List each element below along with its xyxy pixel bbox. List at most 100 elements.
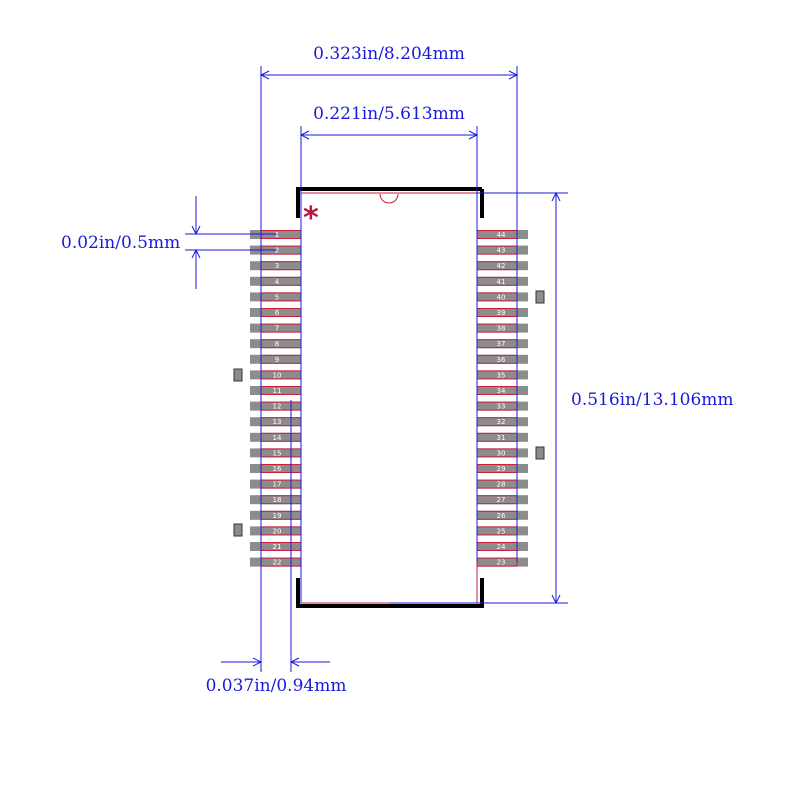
right-pin-number-35: 35 (497, 371, 506, 379)
right-pin-number-40: 40 (497, 293, 506, 301)
left-pad-18 (250, 495, 301, 505)
arrow-body-right (468, 130, 479, 140)
right-pad-32 (477, 417, 528, 427)
arrow-pitch-top (191, 225, 201, 236)
arrow-pad-right (289, 657, 300, 667)
marker-right-2 (535, 446, 545, 460)
right-pin-number-34: 34 (497, 387, 506, 395)
label-pad-length: 0.037in/0.94mm (206, 676, 347, 696)
right-pad-24 (477, 542, 528, 551)
left-pad-9 (250, 354, 301, 364)
right-pad-42 (477, 261, 528, 271)
right-pad-28 (477, 479, 528, 489)
right-pin-number-29: 29 (497, 465, 506, 473)
right-pad-44 (477, 230, 528, 239)
left-pad-20 (250, 526, 301, 536)
right-pad-33 (477, 401, 528, 411)
left-pin-number-12: 12 (273, 403, 282, 411)
left-pad-13 (250, 417, 301, 427)
right-pad-row: 4443424140393837363534333231302928272625… (476, 230, 528, 567)
left-pad-15 (250, 448, 301, 458)
arrow-body-left (299, 130, 310, 140)
right-pad-37 (477, 339, 528, 349)
right-pad-41 (477, 276, 528, 286)
pin1-notch (379, 193, 399, 204)
right-pad-39 (477, 308, 528, 317)
right-pin-number-27: 27 (497, 496, 506, 504)
left-pin-number-21: 21 (273, 543, 282, 551)
left-pad-6 (250, 308, 301, 317)
right-pin-number-36: 36 (497, 356, 506, 364)
right-pad-40 (477, 292, 528, 302)
marker-left-2 (233, 523, 243, 537)
left-pad-19 (250, 510, 301, 520)
right-pad-29 (477, 464, 528, 473)
dimension-lines (185, 66, 568, 672)
left-pad-22 (250, 557, 301, 567)
right-pad-43 (477, 245, 528, 255)
label-body-height: 0.516in/13.106mm (571, 390, 734, 410)
right-pad-31 (477, 432, 528, 442)
right-pin-number-30: 30 (497, 449, 506, 457)
left-pin-number-14: 14 (273, 434, 282, 442)
right-pin-number-37: 37 (497, 340, 506, 348)
right-pad-23 (477, 557, 528, 567)
fiducial-markers (233, 290, 545, 537)
left-pin-number-6: 6 (275, 309, 280, 317)
right-pin-outline-23 (476, 557, 518, 567)
silk-corner-bottom-left (296, 578, 484, 608)
left-pad-11 (250, 386, 301, 395)
arrow-pad-left (252, 657, 263, 667)
left-pad-21 (250, 542, 301, 551)
arrow-pitch-bottom (191, 248, 201, 259)
right-pin-number-42: 42 (497, 262, 506, 270)
body-outline (300, 192, 478, 604)
left-pad-4 (250, 276, 301, 286)
left-pad-12 (250, 401, 301, 411)
pin1-marker: * (303, 201, 319, 236)
left-pin-number-10: 10 (273, 371, 282, 379)
left-pin-number-5: 5 (275, 293, 279, 301)
dimension-arrows (191, 70, 561, 667)
right-pad-36 (477, 354, 528, 364)
left-pin-number-7: 7 (275, 325, 279, 333)
left-pin-number-16: 16 (273, 465, 282, 473)
body-rect (300, 192, 478, 604)
left-pad-17 (250, 479, 301, 489)
label-pin-pitch: 0.02in/0.5mm (61, 233, 180, 253)
left-pin-number-22: 22 (273, 559, 282, 567)
label-body-width: 0.221in/5.613mm (313, 104, 465, 124)
left-pad-8 (250, 339, 301, 349)
left-pin-number-9: 9 (275, 356, 279, 364)
silkscreen-outline (296, 187, 484, 608)
left-pad-3 (250, 261, 301, 271)
right-pin-number-24: 24 (497, 543, 506, 551)
arrow-overall-right (508, 70, 519, 80)
right-pad-26 (477, 510, 528, 520)
left-pin-number-17: 17 (273, 481, 282, 489)
right-pin-number-43: 43 (497, 247, 506, 255)
right-pin-number-33: 33 (497, 403, 506, 411)
arrow-height-bottom (551, 594, 561, 605)
right-pin-number-28: 28 (497, 481, 506, 489)
left-pin-number-20: 20 (273, 527, 282, 535)
arrow-overall-left (259, 70, 270, 80)
left-pad-16 (250, 464, 301, 473)
marker-left-1 (233, 368, 243, 382)
left-pin-number-18: 18 (273, 496, 282, 504)
left-pin-number-3: 3 (275, 262, 279, 270)
right-pad-27 (477, 495, 528, 505)
left-pin-number-1: 1 (275, 231, 279, 239)
left-pad-10 (250, 370, 301, 380)
left-pin-number-15: 15 (273, 449, 282, 457)
right-pad-34 (477, 386, 528, 395)
right-pin-number-41: 41 (497, 278, 506, 286)
left-pad-7 (250, 323, 301, 333)
right-pad-35 (477, 370, 528, 380)
left-pin-number-8: 8 (275, 340, 279, 348)
right-pin-number-32: 32 (497, 418, 506, 426)
right-pin-number-23: 23 (497, 559, 506, 567)
